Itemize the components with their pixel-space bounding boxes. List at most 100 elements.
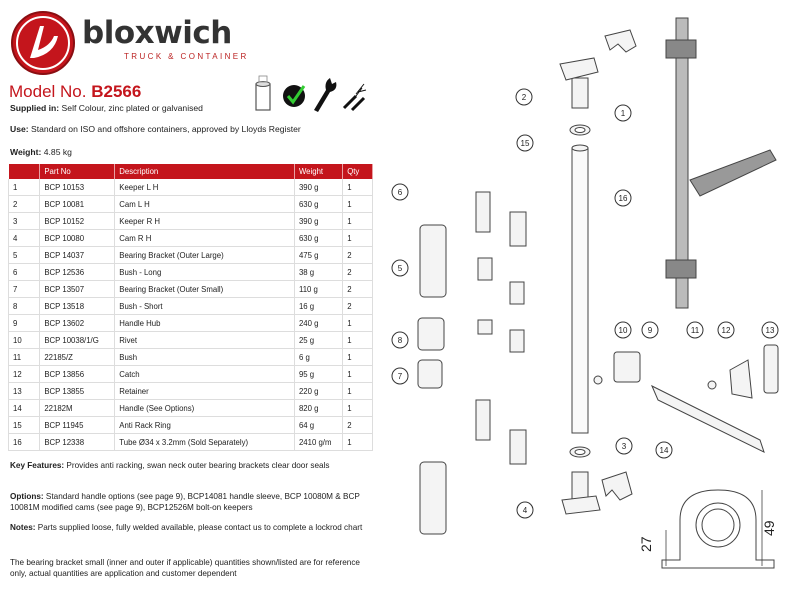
- callout-bubble: [686, 321, 704, 339]
- callout-label: 3: [622, 442, 627, 451]
- brand-tagline: TRUCK & CONTAINER: [124, 52, 249, 61]
- table-cell: 95 g: [294, 365, 344, 383]
- table-cell: Bush - Long: [114, 263, 295, 281]
- finish-icons: [255, 75, 367, 112]
- table-cell: Keeper L H: [114, 179, 295, 196]
- table-cell: 820 g: [294, 399, 344, 417]
- table-cell: 16: [7, 433, 41, 451]
- supplied-in: Supplied in: Self Colour, zinc plated or…: [10, 103, 203, 113]
- table-cell: BCP 10081: [39, 195, 116, 213]
- callout-bubble: [761, 321, 779, 339]
- callout-label: 6: [398, 188, 403, 197]
- col-header: [8, 164, 41, 179]
- table-cell: 630 g: [294, 195, 344, 213]
- notes-info: Notes: Parts supplied loose, fully welde…: [10, 523, 363, 532]
- table-cell: Cam R H: [114, 229, 295, 247]
- callout-bubble: [391, 331, 409, 349]
- table-cell: Anti Rack Ring: [114, 416, 295, 434]
- callout-label: 10: [619, 326, 628, 335]
- brand-name: bloxwich: [82, 15, 232, 51]
- callout-bubble: [717, 321, 735, 339]
- table-cell: 12: [7, 365, 41, 383]
- callout-label: 16: [619, 194, 628, 203]
- table-cell: 22182M: [39, 399, 116, 417]
- handle-part: [651, 384, 765, 453]
- table-cell: Handle (See Options): [114, 399, 295, 417]
- callout-bubble: [614, 104, 632, 122]
- col-header: Description: [114, 164, 295, 179]
- options-info: Options: Standard handle options (see pa…: [10, 492, 360, 512]
- table-cell: 240 g: [294, 314, 344, 332]
- table-cell: Handle Hub: [114, 314, 295, 332]
- callout-label: 4: [523, 506, 528, 515]
- table-cell: 22185/Z: [39, 348, 116, 366]
- model-prefix: Model No.: [9, 82, 87, 101]
- table-cell: 2: [342, 416, 373, 434]
- welding-icon: [342, 83, 367, 112]
- dimension-49: 49: [761, 520, 777, 536]
- callout-bubble: [655, 441, 673, 459]
- table-cell: 1: [342, 331, 373, 349]
- callout-label: 11: [691, 326, 700, 335]
- table-cell: 3: [7, 212, 41, 230]
- table-cell: 38 g: [294, 263, 344, 281]
- table-cell: 1: [342, 382, 373, 400]
- table-cell: 14: [7, 399, 41, 417]
- table-cell: 15: [7, 416, 41, 434]
- table-cell: 6: [7, 263, 41, 281]
- table-cell: 25 g: [294, 331, 344, 349]
- callout-label: 1: [621, 109, 626, 118]
- keeper-part: [604, 29, 637, 53]
- col-header: Weight: [294, 164, 344, 179]
- table-cell: 1: [342, 314, 373, 332]
- table-cell: Keeper R H: [114, 212, 295, 230]
- table-cell: 110 g: [294, 280, 344, 298]
- cam-part: [571, 77, 589, 109]
- galvanised-check-icon: [283, 85, 306, 107]
- callout-bubble: [391, 259, 409, 277]
- table-cell: BCP 13855: [39, 382, 116, 400]
- callout-label: 5: [398, 264, 403, 273]
- table-cell: 1: [342, 365, 373, 383]
- callout-label: 8: [398, 336, 403, 345]
- callout-bubble: [641, 321, 659, 339]
- table-cell: Rivet: [114, 331, 295, 349]
- table-cell: Cam L H: [114, 195, 295, 213]
- col-header: Part No: [39, 164, 116, 179]
- table-cell: 1: [7, 179, 41, 196]
- table-cell: BCP 13518: [39, 297, 116, 315]
- bearing-bracket-part: [419, 224, 447, 298]
- table-cell: 220 g: [294, 382, 344, 400]
- table-cell: 4: [7, 229, 41, 247]
- table-cell: 5: [7, 246, 41, 264]
- table-cell: 16 g: [294, 297, 344, 315]
- table-cell: 2: [342, 297, 373, 315]
- table-cell: Tube Ø34 x 3.2mm (Sold Separately): [114, 433, 295, 451]
- use-info: Use: Standard on ISO and offshore contai…: [10, 124, 301, 134]
- key-features: Key Features: Provides anti racking, swa…: [10, 461, 330, 470]
- table-cell: BCP 13856: [39, 365, 116, 383]
- col-header: Qty: [342, 164, 373, 179]
- callout-bubble: [614, 321, 632, 339]
- callout-bubble: [391, 183, 409, 201]
- callout-label: 9: [648, 326, 653, 335]
- table-cell: 2: [342, 280, 373, 298]
- table-cell: 1: [342, 179, 373, 196]
- table-header-row: Part No Description Weight Qty: [8, 164, 373, 179]
- tube-part: [571, 147, 589, 434]
- table-cell: BCP 10152: [39, 212, 116, 230]
- bloxwich-logo-icon: [11, 11, 75, 75]
- callout-bubble: [516, 501, 534, 519]
- table-cell: 475 g: [294, 246, 344, 264]
- table-cell: 1: [342, 195, 373, 213]
